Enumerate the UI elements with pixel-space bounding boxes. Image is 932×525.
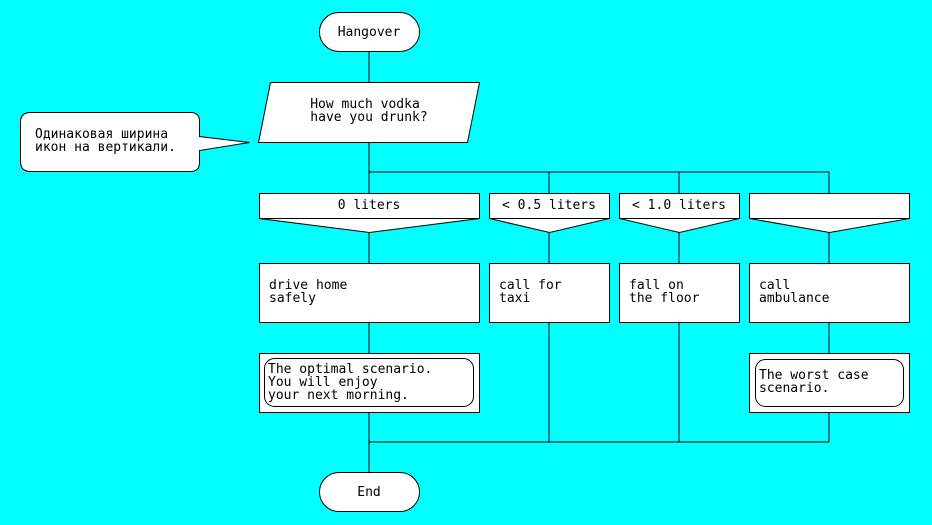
- branch-condition-1[interactable]: 0 liters: [259, 193, 480, 234]
- comment-line-1: Одинаковая ширина: [35, 127, 168, 142]
- end-terminator[interactable]: End: [319, 472, 420, 512]
- branch-condition-3-label: < 1.0 liters: [632, 198, 726, 213]
- branch-action-4-line-1: call: [759, 278, 790, 293]
- branch-note-4-line-1: The worst case: [759, 368, 869, 383]
- branch-action-1-line-2: safely: [269, 291, 316, 306]
- branch-condition-1-label: 0 liters: [338, 198, 401, 213]
- connectors: [368, 51, 830, 472]
- branch-condition-2[interactable]: < 0.5 liters: [489, 193, 610, 234]
- branch-action-3-line-1: fall on: [629, 278, 684, 293]
- question-block[interactable]: How much vodka have you drunk?: [257, 82, 481, 143]
- branch-note-1-line-1: The optimal scenario.: [268, 362, 432, 377]
- start-terminator[interactable]: Hangover: [319, 12, 420, 52]
- branch-note-4-line-2: scenario.: [759, 381, 829, 396]
- branch-note-4[interactable]: The worst case scenario.: [749, 353, 910, 413]
- branch-condition-3[interactable]: < 1.0 liters: [619, 193, 740, 234]
- branch-action-3[interactable]: fall on the floor: [619, 263, 740, 323]
- branch-condition-4[interactable]: [749, 193, 910, 234]
- branch-action-3-line-2: the floor: [629, 291, 700, 306]
- branch-action-2-line-1: call for: [499, 278, 562, 293]
- branch-action-1-line-1: drive home: [269, 278, 347, 293]
- branch-condition-2-label: < 0.5 liters: [502, 198, 596, 213]
- branch-action-4[interactable]: call ambulance: [749, 263, 910, 323]
- branch-action-4-line-2: ambulance: [759, 291, 830, 306]
- branch-action-2-line-2: taxi: [499, 291, 530, 306]
- question-line-2: have you drunk?: [310, 110, 427, 125]
- question-line-1: How much vodka: [310, 97, 420, 112]
- branch-note-1-line-2: You will enjoy: [268, 375, 378, 390]
- branch-action-2[interactable]: call for taxi: [489, 263, 610, 323]
- start-label: Hangover: [338, 25, 401, 40]
- branch-note-1-line-3: your next morning.: [268, 388, 409, 403]
- comment-line-2: икон на вертикали.: [35, 140, 176, 155]
- end-label: End: [357, 485, 380, 500]
- comment-callout[interactable]: Одинаковая ширина икон на вертикали.: [20, 112, 250, 172]
- branch-action-1[interactable]: drive home safely: [259, 263, 480, 323]
- branch-note-1[interactable]: The optimal scenario. You will enjoy you…: [259, 353, 480, 413]
